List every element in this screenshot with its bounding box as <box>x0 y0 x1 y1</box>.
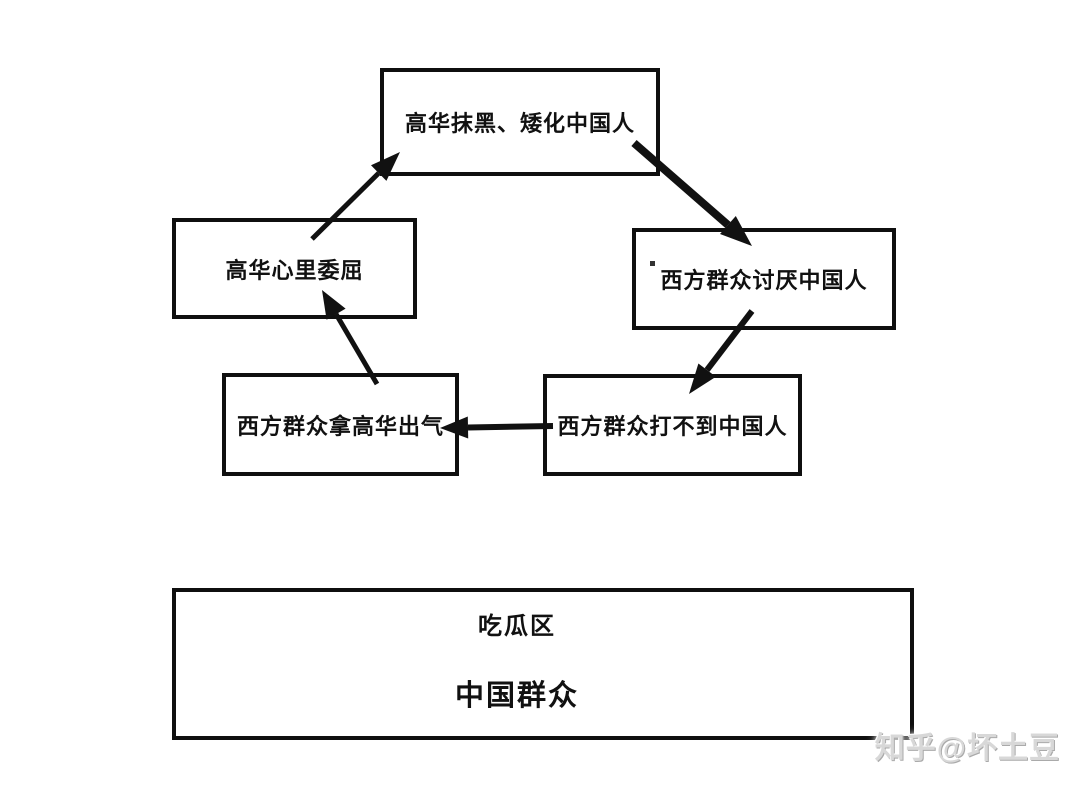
node-westerners-vent-on-gaohua: 西方群众拿高华出气 <box>222 373 459 476</box>
node-westerners-cant-hit-chinese: 西方群众打不到中国人 <box>543 374 802 476</box>
node-gaohua-feels-wronged: 高华心里委屈 <box>172 218 417 319</box>
stray-dot <box>650 261 655 266</box>
node-label: 高华心里委屈 <box>225 257 364 283</box>
node-label: 高华抹黑、矮化中国人 <box>404 111 635 136</box>
node-label: 西方群众拿高华出气 <box>236 413 444 439</box>
node-label: 西方群众讨厌中国人 <box>660 268 868 293</box>
node-westerners-hate-chinese: 西方群众讨厌中国人 <box>632 228 896 330</box>
watermark: 知乎@坏土豆 <box>874 732 1060 765</box>
node-gaohua-smears-chinese: 高华抹黑、矮化中国人 <box>380 68 660 176</box>
node-label: 西方群众打不到中国人 <box>557 414 788 439</box>
zone-title: 吃瓜区 <box>478 613 556 640</box>
spectator-zone-box: 吃瓜区 中国群众 <box>172 588 914 740</box>
zone-subtitle: 中国群众 <box>454 680 579 712</box>
